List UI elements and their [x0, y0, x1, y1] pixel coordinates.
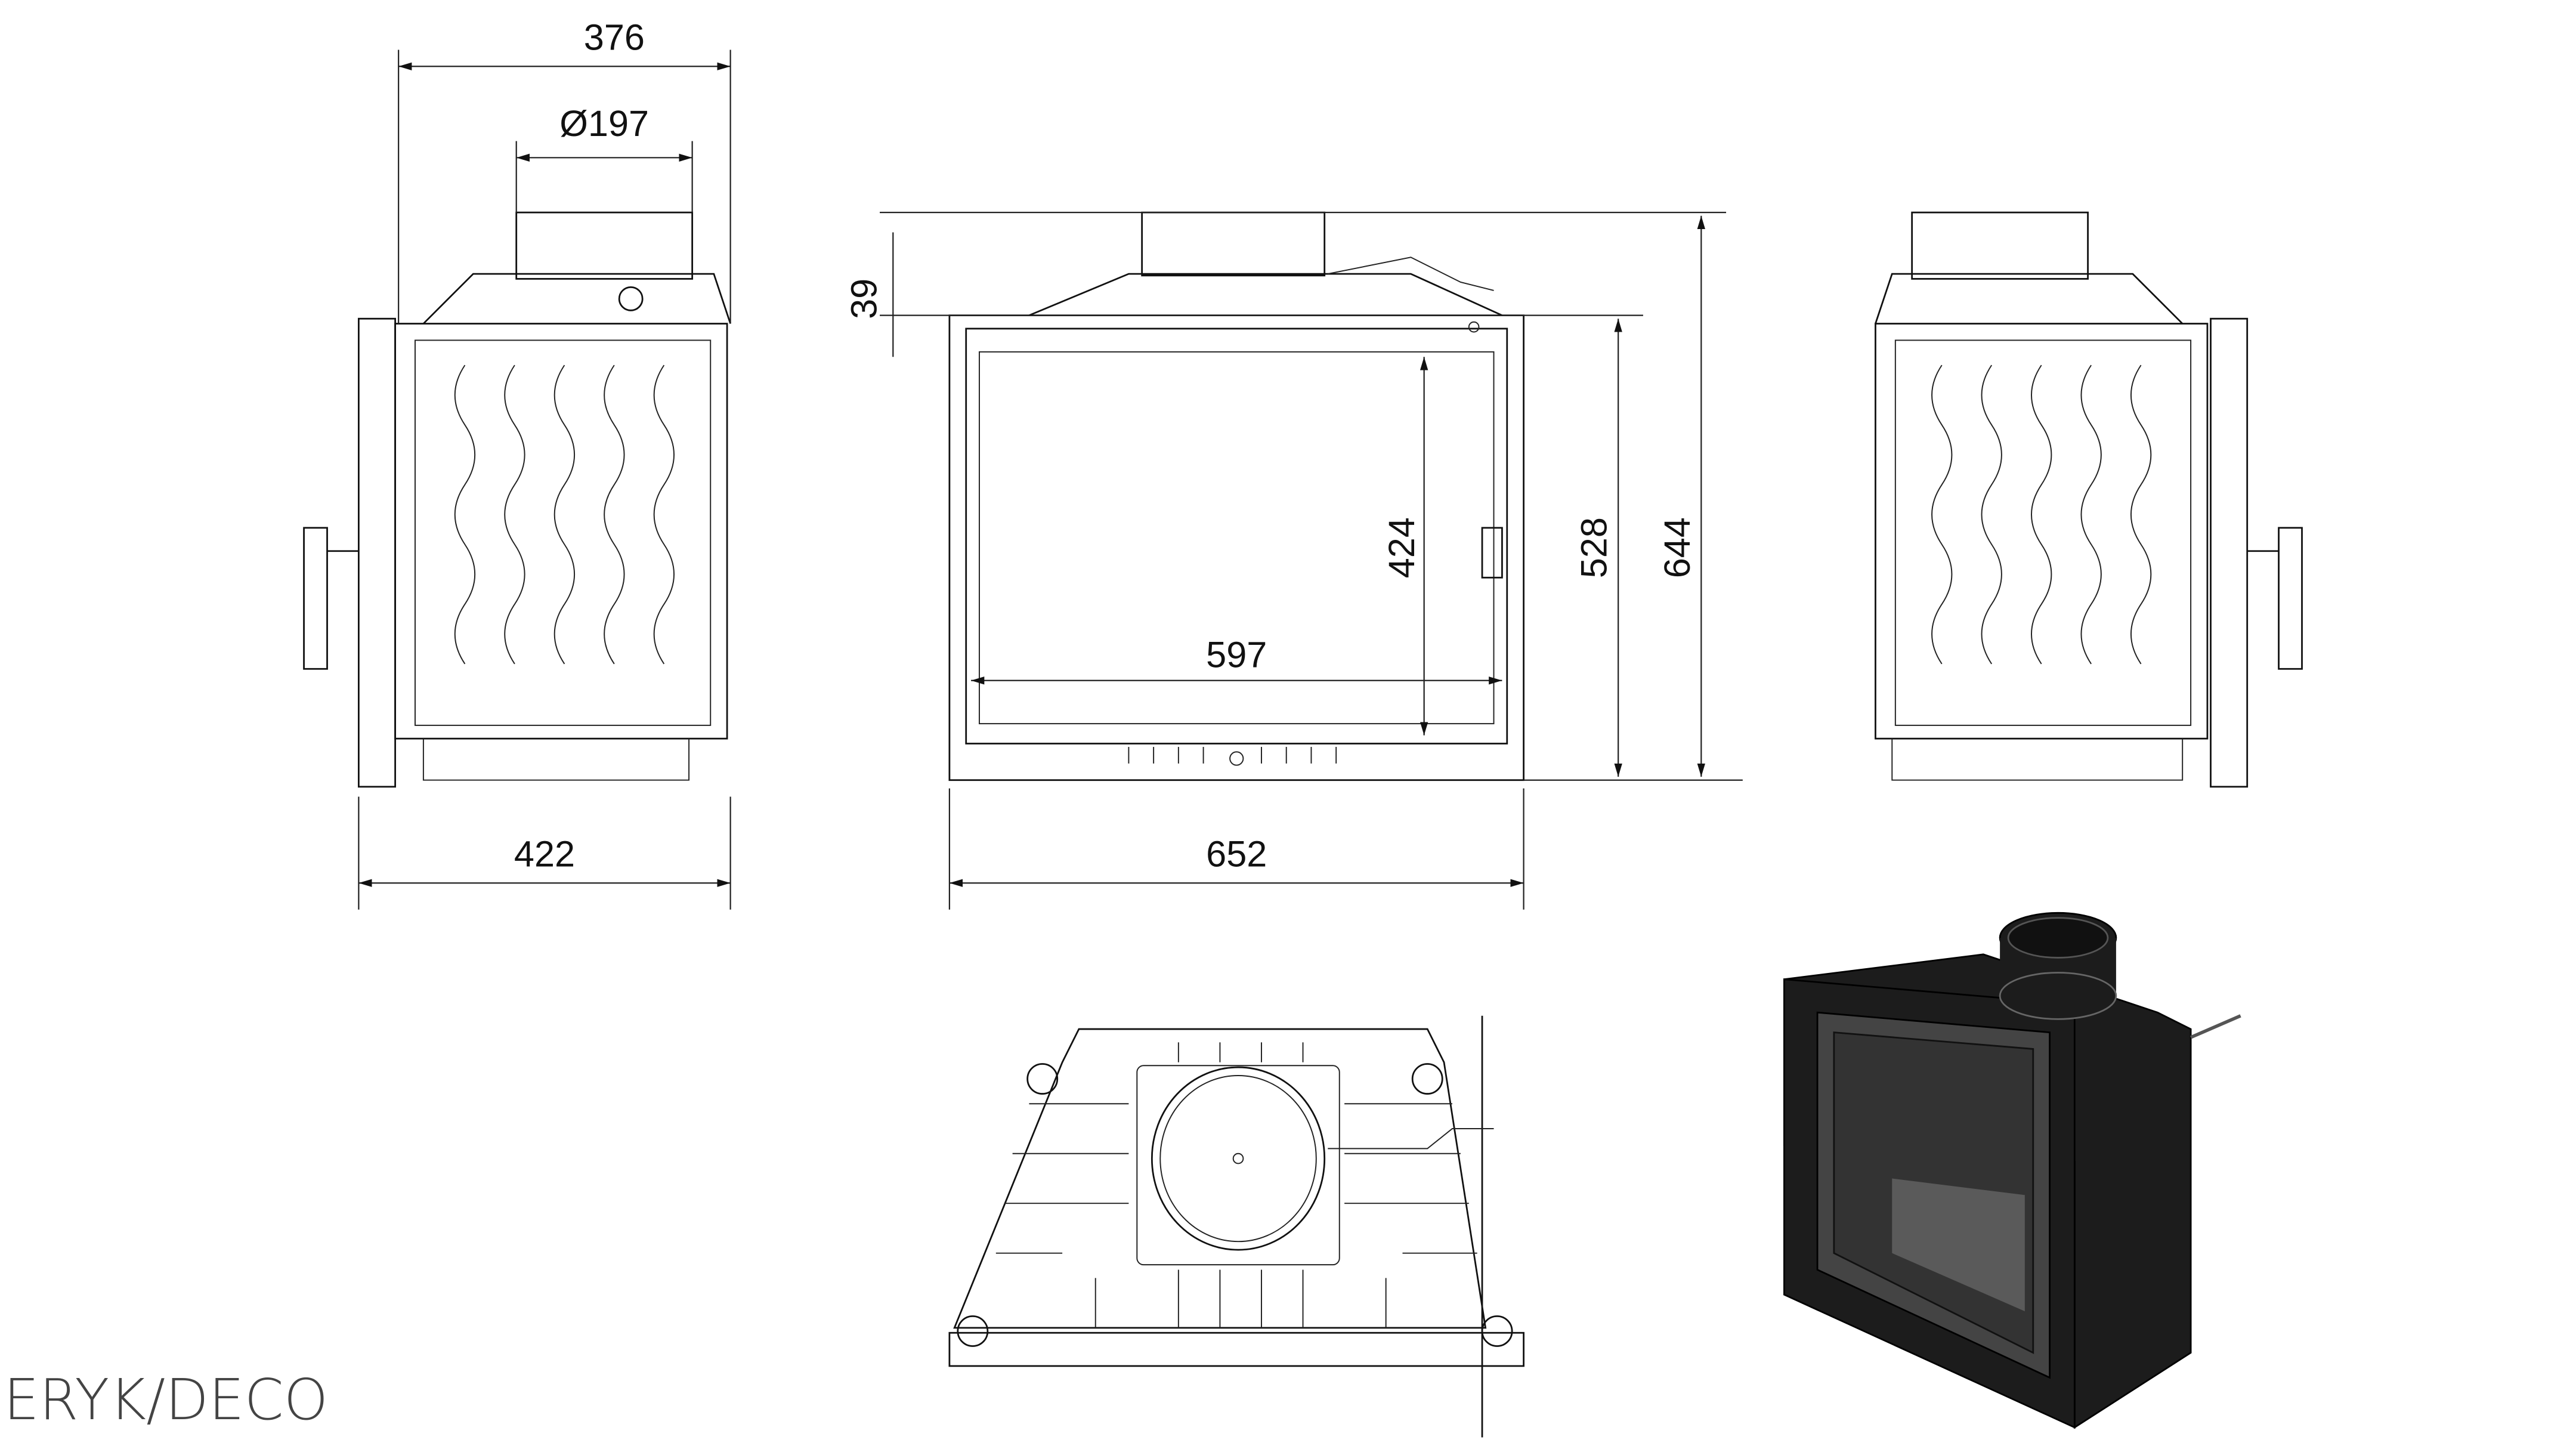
dimension-376: 376 [398, 17, 731, 324]
dimension-422: 422 [358, 796, 731, 910]
dimension-528: 528 [1523, 319, 1743, 781]
dim-label-376: 376 [584, 17, 645, 57]
dimension-39: 39 [843, 212, 1727, 357]
isometric-view [1783, 912, 2241, 1429]
dim-label-422: 422 [514, 833, 575, 874]
top-view [948, 1015, 1524, 1438]
dimension-597: 597 [971, 635, 1502, 685]
right-side-view [1875, 211, 2303, 788]
dimension-652: 652 [948, 788, 1524, 910]
dim-label-652: 652 [1206, 833, 1267, 874]
dim-label-528: 528 [1574, 517, 1615, 578]
front-view [948, 211, 1524, 781]
dim-label-197: Ø197 [559, 103, 649, 144]
dim-label-644: 644 [1657, 517, 1697, 578]
product-title: ERYK/DECO [4, 1367, 328, 1433]
dimension-flue-diameter: Ø197 [515, 103, 693, 213]
dim-label-424: 424 [1381, 517, 1422, 578]
dimension-424: 424 [1381, 357, 1428, 736]
dim-label-39: 39 [843, 279, 884, 319]
dim-label-597: 597 [1206, 635, 1267, 675]
left-side-view [303, 211, 731, 788]
dimension-644: 644 [1657, 215, 1705, 777]
